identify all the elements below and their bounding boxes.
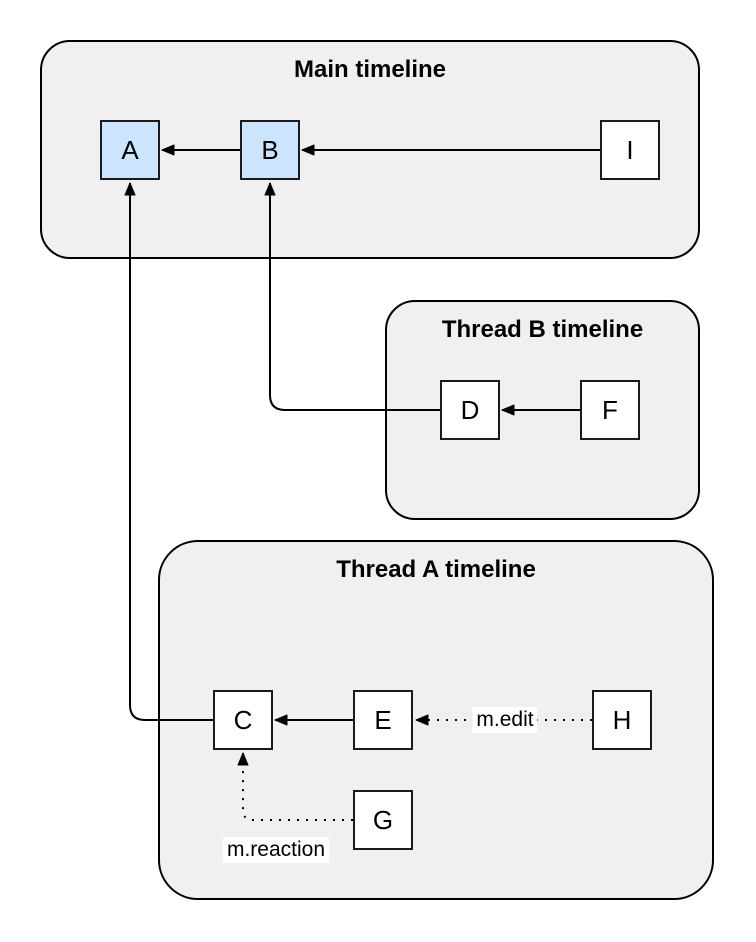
node-g: G [353,790,413,850]
node-i: I [600,120,660,180]
group-main-timeline-title: Main timeline [293,56,447,83]
node-f: F [580,380,640,440]
node-d: D [440,380,500,440]
group-thread-b-timeline: Thread B timeline [385,300,700,520]
node-b: B [240,120,300,180]
group-thread-b-timeline-title: Thread B timeline [441,316,644,343]
edge-label-m-edit: m.edit [472,707,538,733]
node-h: H [592,690,652,750]
node-e: E [353,690,413,750]
edge-label-m-reaction: m.reaction [222,837,330,863]
group-thread-a-timeline-title: Thread A timeline [336,556,536,583]
node-c: C [213,690,273,750]
node-a: A [100,120,160,180]
